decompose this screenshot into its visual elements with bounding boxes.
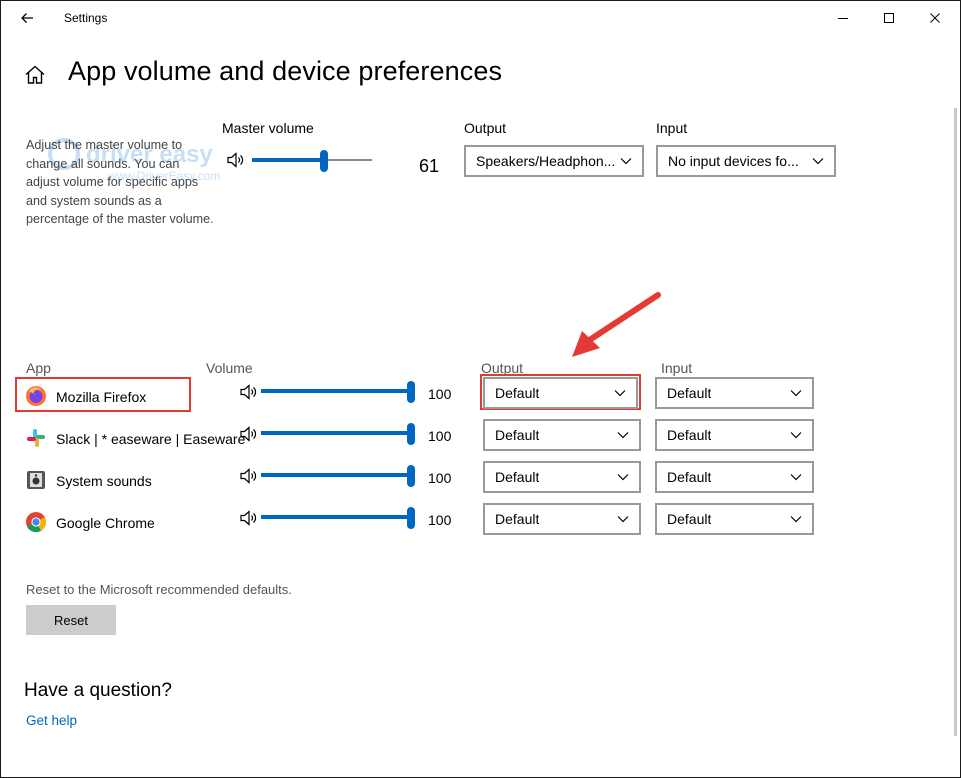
input-column-header: Input <box>661 360 693 376</box>
reset-button[interactable]: Reset <box>26 605 116 635</box>
chevron-down-icon <box>617 516 629 523</box>
app-column-header: App <box>26 360 51 376</box>
app-volume-slider[interactable] <box>261 423 415 445</box>
slider-fill <box>252 158 325 162</box>
app-volume-slider[interactable] <box>261 381 415 403</box>
app-input-value: Default <box>667 385 712 401</box>
annotation-arrow <box>572 292 661 357</box>
app-volume-slider[interactable] <box>261 507 415 529</box>
speaker-icon[interactable] <box>239 383 259 401</box>
master-volume-value: 61 <box>419 156 440 176</box>
slider-fill <box>261 389 411 393</box>
app-input-value: Default <box>667 427 712 443</box>
master-output-dropdown[interactable]: Speakers/Headphon... <box>464 145 644 177</box>
app-volume-value: 100 <box>428 470 452 486</box>
app-input-value: Default <box>667 469 712 485</box>
master-input-label: Input <box>656 120 688 136</box>
page-title: App volume and device preferences <box>68 56 503 86</box>
master-volume-slider[interactable] <box>252 150 372 172</box>
app-output-dropdown[interactable]: Default <box>483 419 641 451</box>
scrollbar[interactable] <box>954 108 957 736</box>
speaker-icon[interactable] <box>226 151 246 169</box>
slider-thumb[interactable] <box>407 465 415 487</box>
app-output-value: Default <box>495 427 540 443</box>
back-arrow-icon <box>21 13 33 23</box>
app-input-dropdown[interactable]: Default <box>655 377 814 409</box>
close-button[interactable] <box>912 4 958 32</box>
slider-thumb[interactable] <box>407 381 415 403</box>
app-output-dropdown[interactable]: Default <box>483 377 638 409</box>
app-output-value: Default <box>495 385 540 401</box>
master-input-dropdown[interactable]: No input devices fo... <box>656 145 836 177</box>
watermark: driver easy www.DriverEasy.com <box>46 134 246 189</box>
app-volume-value: 100 <box>428 428 452 444</box>
app-name: Slack | * easeware | Easeware <box>56 431 246 447</box>
chevron-down-icon <box>812 158 824 165</box>
speaker-icon[interactable] <box>239 467 259 485</box>
output-highlight-box <box>480 374 641 410</box>
app-input-dropdown[interactable]: Default <box>655 419 814 451</box>
app-volume-value: 100 <box>428 386 452 402</box>
chevron-down-icon <box>617 432 629 439</box>
master-output-label: Output <box>464 120 507 136</box>
app-output-dropdown[interactable]: Default <box>483 503 641 535</box>
firefox-highlight-box <box>15 377 191 412</box>
app-name: System sounds <box>56 473 152 489</box>
chevron-down-icon <box>614 390 626 397</box>
slack-icon <box>25 427 47 449</box>
app-name: Mozilla Firefox <box>56 389 147 405</box>
app-output-dropdown[interactable]: Default <box>483 461 641 493</box>
app-input-dropdown[interactable]: Default <box>655 461 814 493</box>
back-button[interactable] <box>14 6 40 30</box>
window-title: Settings <box>64 11 108 25</box>
minimize-icon <box>838 18 848 19</box>
help-heading: Have a question? <box>24 680 172 701</box>
chevron-down-icon <box>617 474 629 481</box>
get-help-link[interactable]: Get help <box>26 713 78 728</box>
chevron-down-icon <box>790 516 802 523</box>
minimize-button[interactable] <box>820 4 866 32</box>
speaker-icon[interactable] <box>239 509 259 527</box>
chevron-down-icon <box>790 390 802 397</box>
master-volume-label: Master volume <box>222 120 314 136</box>
master-input-value: No input devices fo... <box>668 153 799 169</box>
volume-column-header: Volume <box>206 360 253 376</box>
maximize-icon <box>884 13 894 23</box>
app-volume-slider[interactable] <box>261 465 415 487</box>
close-icon <box>930 13 940 23</box>
home-icon[interactable] <box>23 63 47 87</box>
app-volume-value: 100 <box>428 512 452 528</box>
reset-description: Reset to the Microsoft recommended defau… <box>26 582 292 597</box>
speaker-icon[interactable] <box>239 425 259 443</box>
slider-fill <box>261 473 411 477</box>
chevron-down-icon <box>790 474 802 481</box>
maximize-button[interactable] <box>866 4 912 32</box>
chevron-down-icon <box>620 158 632 165</box>
app-input-dropdown[interactable]: Default <box>655 503 814 535</box>
slider-thumb[interactable] <box>320 150 329 172</box>
master-volume-description: Adjust the master volume to change all s… <box>26 138 214 226</box>
app-output-value: Default <box>495 511 540 527</box>
master-output-value: Speakers/Headphon... <box>476 153 614 169</box>
firefox-icon <box>25 385 47 407</box>
watermark-url: www.DriverEasy.com <box>107 169 220 183</box>
chevron-down-icon <box>790 432 802 439</box>
watermark-text: driver easy <box>86 141 213 168</box>
slider-fill <box>261 515 411 519</box>
output-column-header: Output <box>481 360 524 376</box>
slider-thumb[interactable] <box>407 423 415 445</box>
slider-fill <box>261 431 411 435</box>
app-name: Google Chrome <box>56 515 155 531</box>
chrome-icon <box>25 511 47 533</box>
slider-thumb[interactable] <box>407 507 415 529</box>
app-input-value: Default <box>667 511 712 527</box>
system-sounds-icon <box>25 469 47 491</box>
app-output-value: Default <box>495 469 540 485</box>
